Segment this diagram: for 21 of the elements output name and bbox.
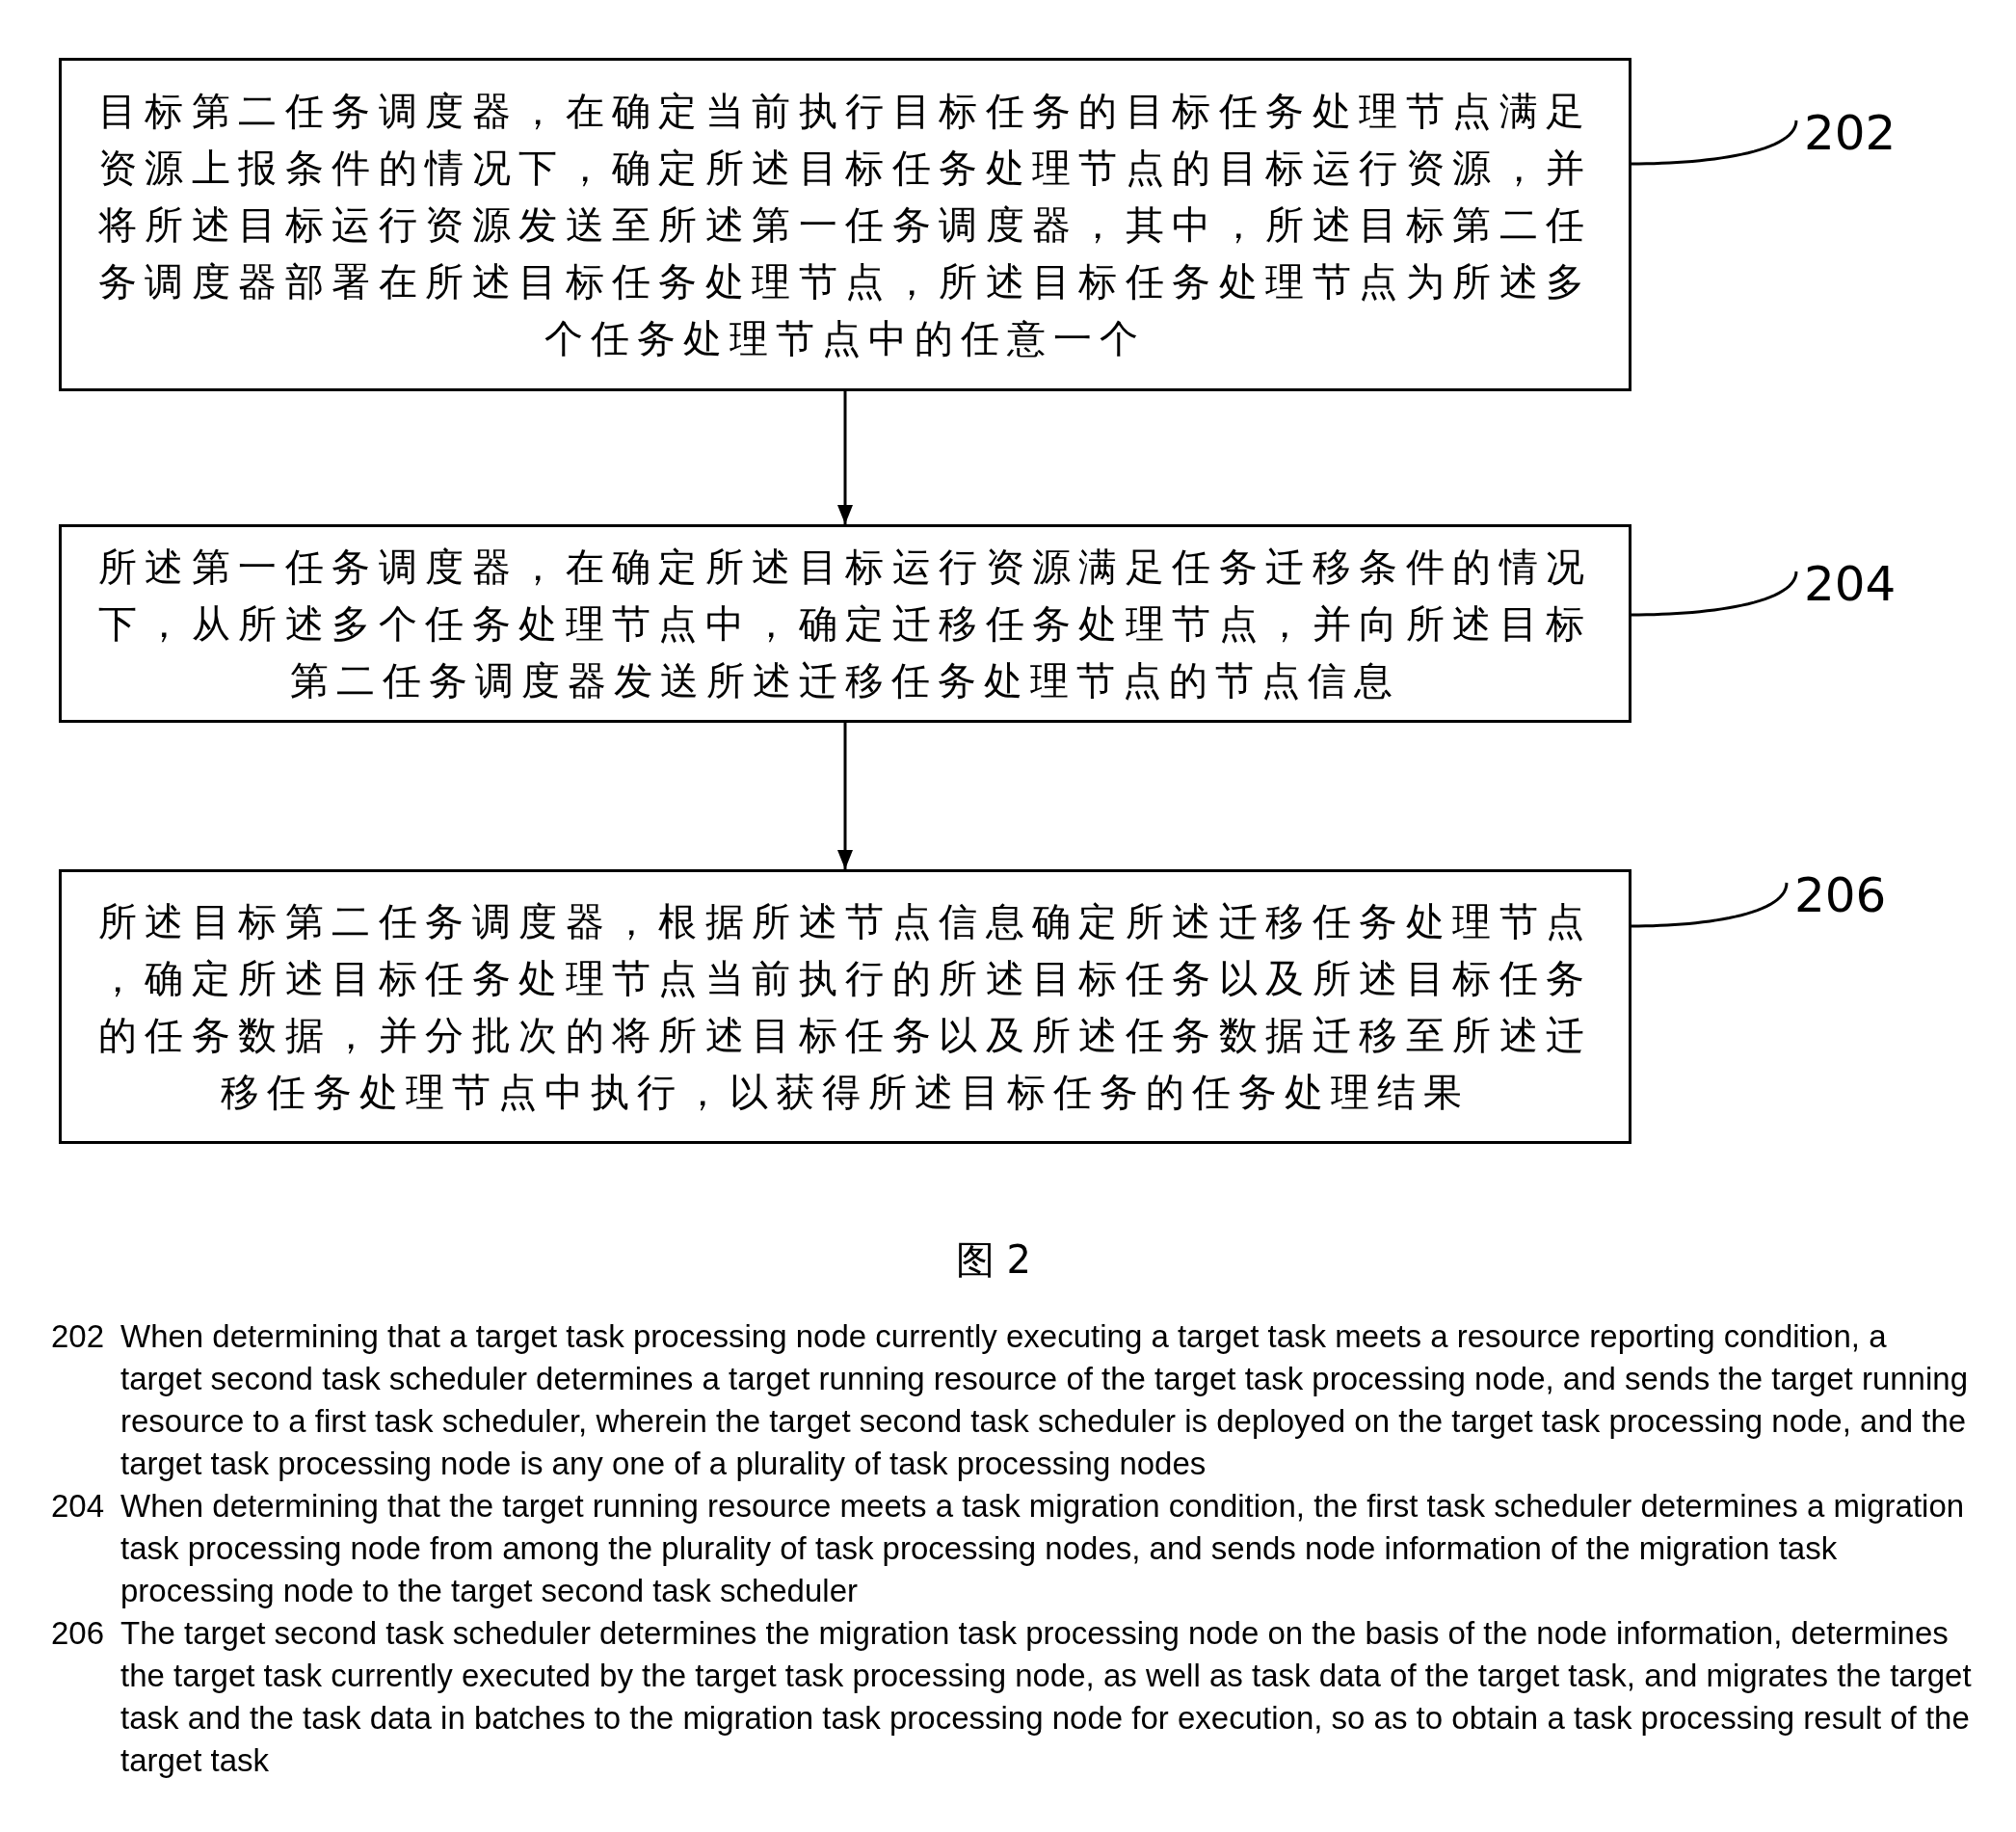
step-description: 所述目标第二任务调度器，根据所述节点信息确定所述迁移任务处理节点，确定所述目标任务处理节点当前执行的所述目标任务以及所述目标任务的任务数据，并分批次的将所述目标任务以及所述任务数据迁移至所述迁移任务处理节点中执行，以获得所述目标任务的任务处理结果 [98,897,1592,1116]
reference-number: 202 [51,1317,105,1356]
arrow [837,723,853,869]
reference-number: 206 [51,1614,105,1653]
reference-number: 204 [51,1487,105,1526]
process-box [59,524,1631,723]
step-number: 204 [1804,560,1897,608]
process-box [59,869,1631,1144]
description-text: The target second task scheduler determines the migration task processing node on the basis of the node information, determines the target task currently executed by the target task processing node, as well as task data of the target task, and migrates the target task and the task data in batches to the migration task processing node for execution, so as to obtain a task processing result of the target task [120,1614,1973,1780]
process-box [59,58,1631,391]
description-text: When determining that a target task processing node currently executing a target task meets a resource reporting condition, a target second task scheduler determines a target running resource of the target task processing node, and sends the target running resource to a first task scheduler, wherein the target second task scheduler is deployed on the target task processing node, and the target task processing node is any one of a plurality of task processing nodes [120,1317,1969,1483]
step-number: 206 [1794,871,1887,919]
step-description: 目标第二任务调度器，在确定当前执行目标任务的目标任务处理节点满足资源上报条件的情况下，确定所述目标任务处理节点的目标运行资源，并将所述目标运行资源发送至所述第一任务调度器，其中，所述目标第二任务调度器部署在所述目标任务处理节点，所述目标任务处理节点为所述多个任务处理节点中的任意一个 [98,87,1592,362]
description-text: When determining that the target running resource meets a task migration condition, the first task scheduler determines a migration task processing node from among the plurality of task processing nodes, and sends node information of the migration task processing node to the target second task scheduler [120,1487,1966,1610]
figure-caption: 图 2 [955,1237,1032,1282]
step-description: 所述第一任务调度器，在确定所述目标运行资源满足任务迁移条件的情况下，从所述多个任务处理节点中，确定迁移任务处理节点，并向所述目标第二任务调度器发送所述迁移任务处理节点的节点信息 [98,543,1592,704]
step-number: 202 [1804,109,1897,157]
arrow [837,391,853,524]
leader-line [1631,882,1789,928]
leader-line [1631,119,1798,166]
leader-line [1631,571,1798,617]
